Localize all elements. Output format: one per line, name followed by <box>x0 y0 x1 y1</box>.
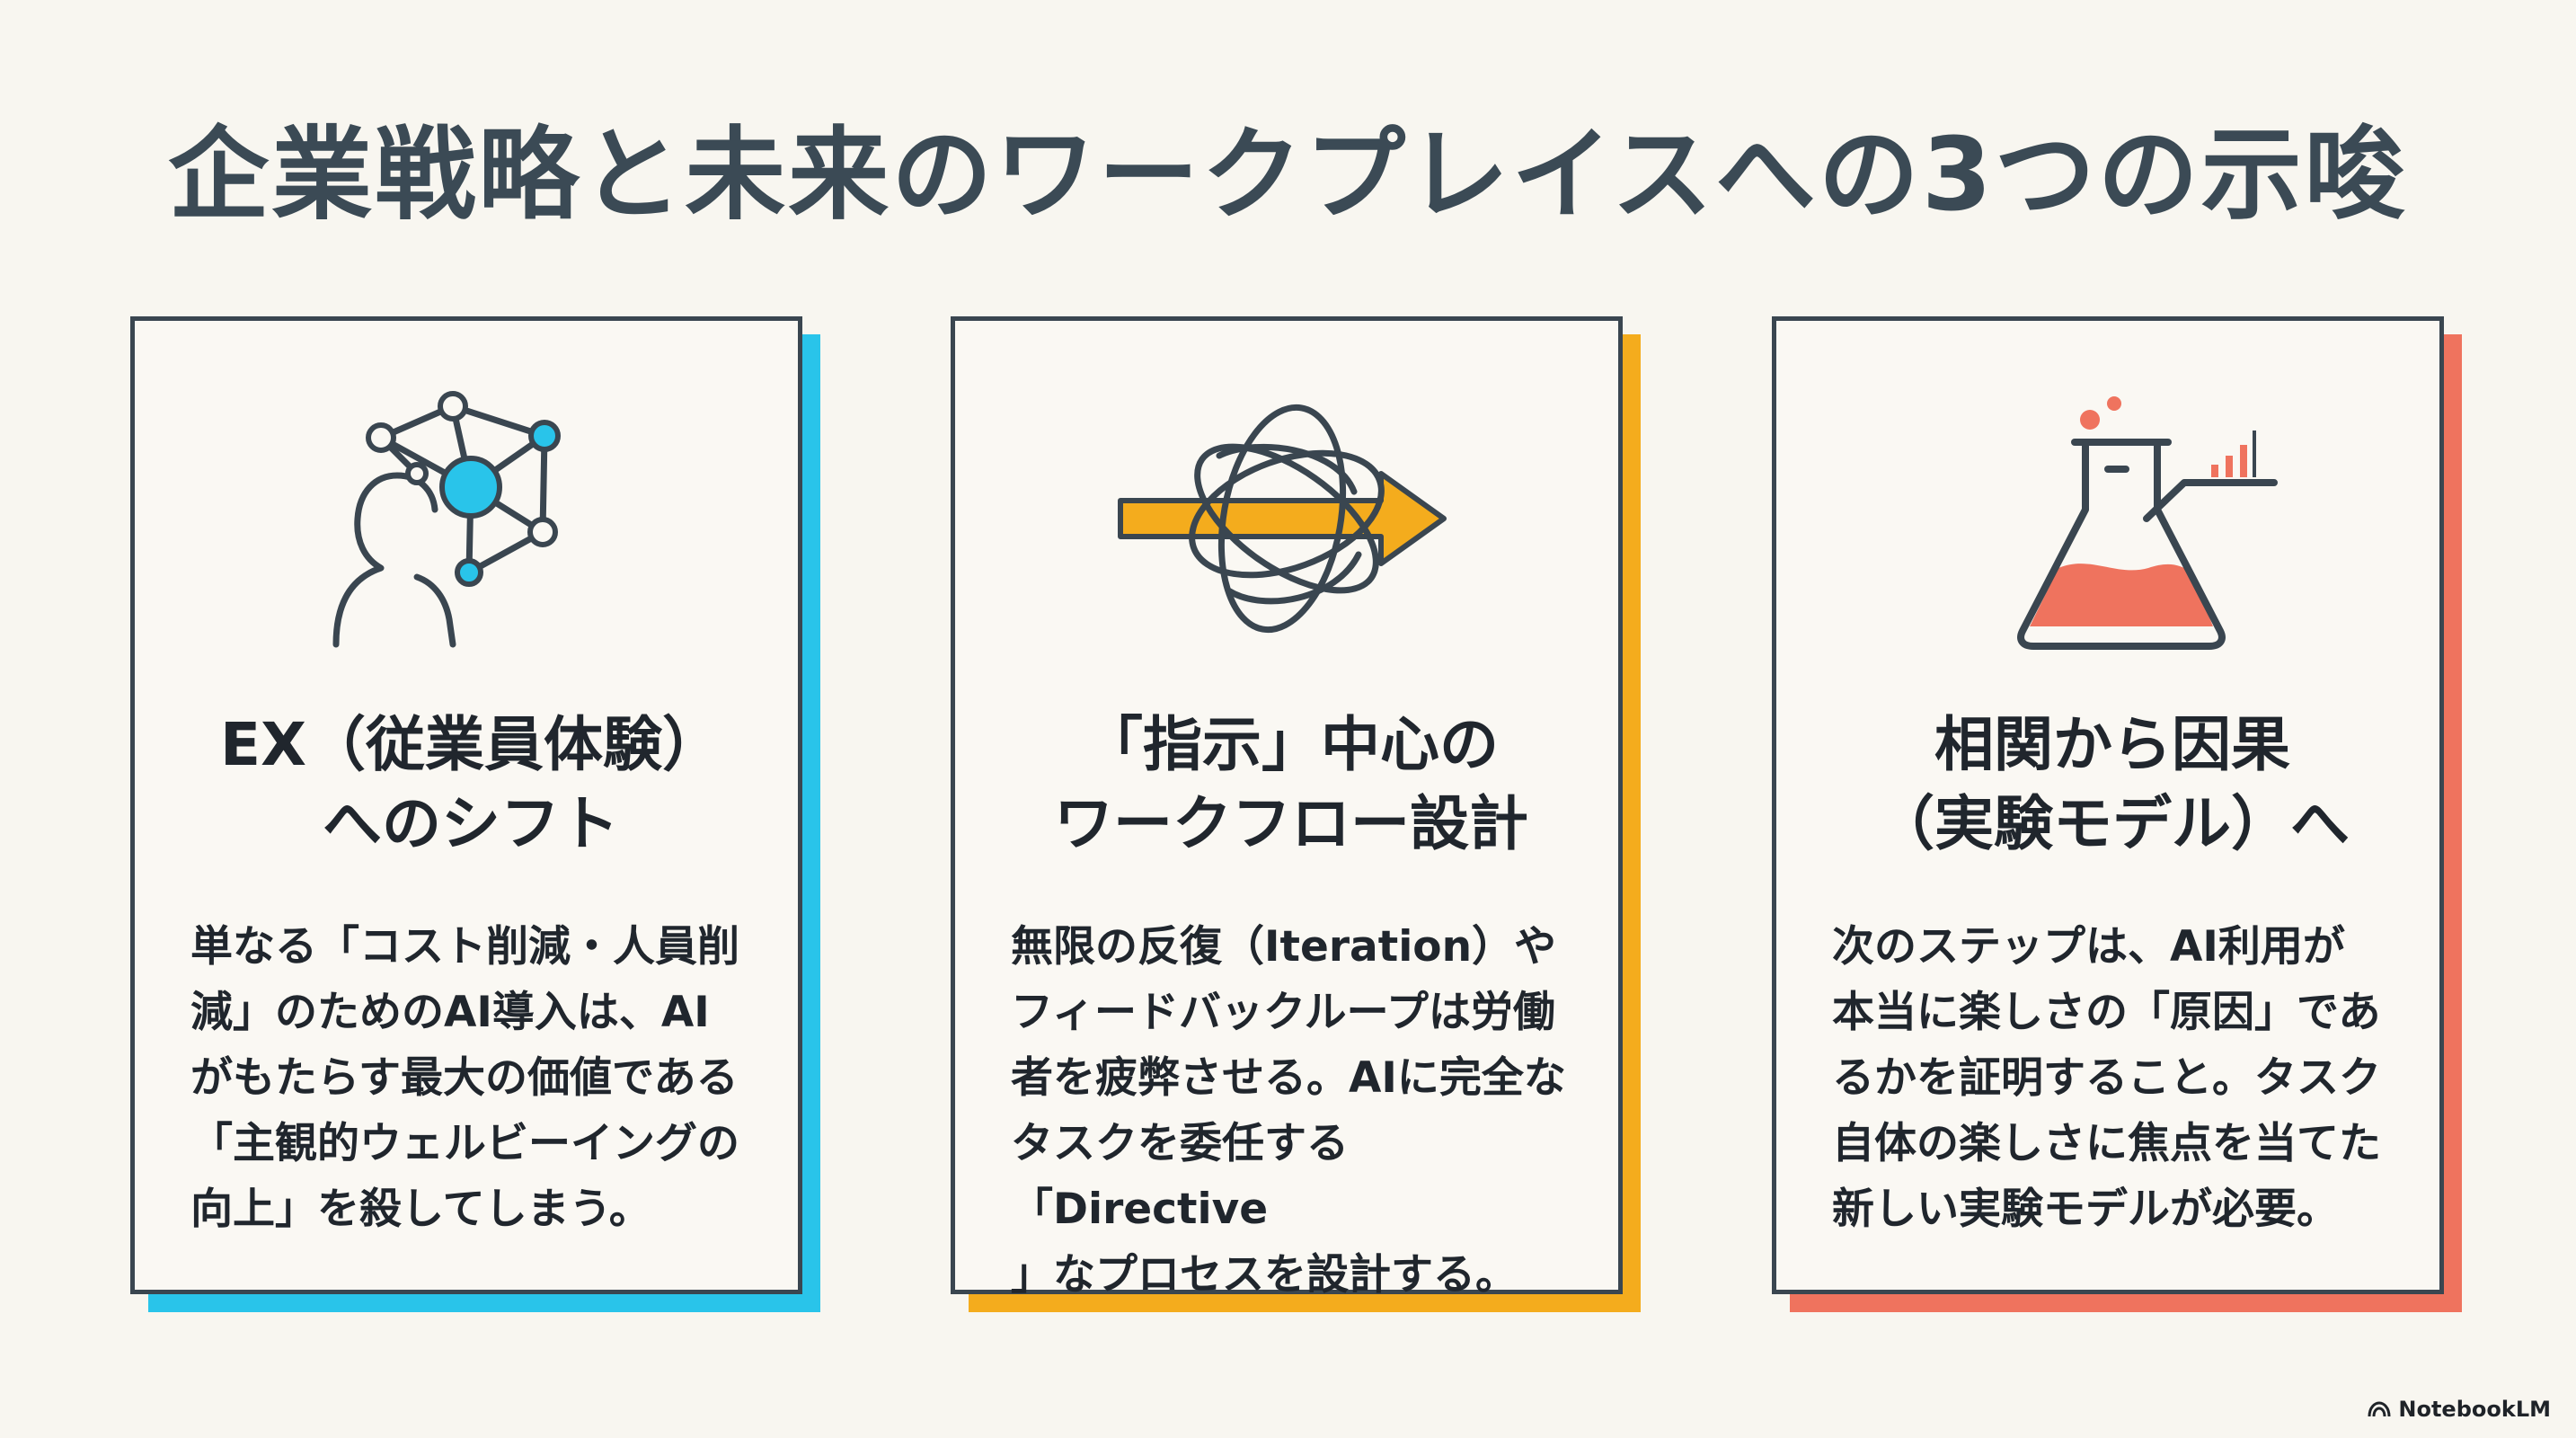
loops-arrow-icon <box>1118 404 1447 634</box>
card-heading: 相関から因果 （実験モデル）へ <box>1875 710 2350 858</box>
card-heading: EX（従業員体験） へのシフト <box>220 710 721 858</box>
card-panel: 「指示」中心の ワークフロー設計 無限の反復（Iteration）や フィードバ… <box>951 316 1623 1300</box>
card-heading: 「指示」中心の ワークフロー設計 <box>1054 710 1528 858</box>
notebooklm-logo-icon <box>2368 1401 2391 1417</box>
person-network-icon <box>332 391 561 648</box>
card-body-text: 次のステップは、AI利用が 本当に楽しさの「原因」であ るかを証明すること。タス… <box>1832 922 2381 1234</box>
card-ex-shift: EX（従業員体験） へのシフト 単なる「コスト削減・人員削 減」のためのAI導入… <box>130 316 820 1312</box>
card-body-text: 単なる「コスト削減・人員削 減」のためのAI導入は、AI がもたらす最大の価値で… <box>190 922 739 1234</box>
card-body-text: 無限の反復（Iteration）や フィードバックループは労働 者を疲弊させる。… <box>1011 922 1566 1300</box>
flask-chart-icon <box>2017 396 2278 650</box>
card-panel: EX（従業員体験） へのシフト 単なる「コスト削減・人員削 減」のためのAI導入… <box>130 316 802 1294</box>
card-causal-experiment: 相関から因果 （実験モデル）へ 次のステップは、AI利用が 本当に楽しさの「原因… <box>1772 316 2462 1312</box>
brand-watermark: NotebookLM <box>2368 1397 2551 1422</box>
brand-label: NotebookLM <box>2398 1397 2551 1422</box>
card-directive-workflow: 「指示」中心の ワークフロー設計 無限の反復（Iteration）や フィードバ… <box>951 316 1641 1312</box>
page-title: 企業戦略と未来のワークプレイスへの3つの示唆 <box>168 117 2408 234</box>
card-panel: 相関から因果 （実験モデル）へ 次のステップは、AI利用が 本当に楽しさの「原因… <box>1772 316 2444 1294</box>
